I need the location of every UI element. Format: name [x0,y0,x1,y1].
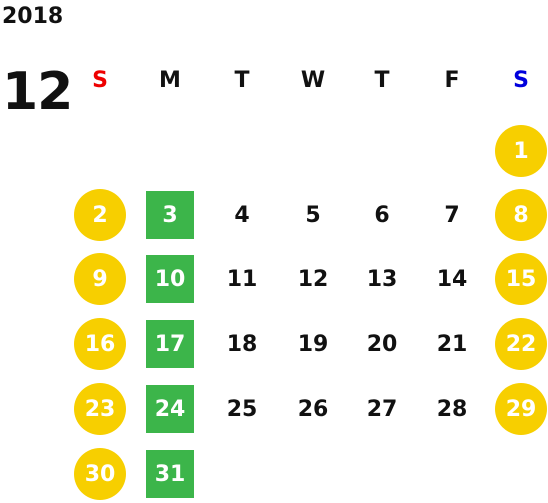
calendar-day[interactable]: 26 [297,396,329,422]
weekday-header-mon: M [159,67,181,93]
calendar-day[interactable]: 22 [495,318,547,370]
calendar-day[interactable]: 15 [495,253,547,305]
calendar-day[interactable]: 20 [366,331,398,357]
calendar-day[interactable]: 24 [146,385,194,433]
calendar-day[interactable]: 23 [74,383,126,435]
weekday-header-sat: S [513,67,529,93]
calendar-day[interactable]: 25 [226,396,258,422]
calendar-day[interactable]: 29 [495,383,547,435]
calendar-day[interactable]: 6 [374,202,390,228]
calendar-month: 12 [2,62,73,122]
calendar-day[interactable]: 7 [444,202,460,228]
calendar-day[interactable]: 9 [74,253,126,305]
calendar-day[interactable]: 3 [146,191,194,239]
calendar-day[interactable]: 13 [366,266,398,292]
calendar-day[interactable]: 28 [436,396,468,422]
calendar-day[interactable]: 11 [226,266,258,292]
calendar-day[interactable]: 14 [436,266,468,292]
calendar-day[interactable]: 2 [74,189,126,241]
calendar-year: 2018 [2,4,64,29]
calendar-day[interactable]: 10 [146,255,194,303]
weekday-header-tue: T [234,67,250,93]
calendar-day[interactable]: 18 [226,331,258,357]
calendar-day[interactable]: 21 [436,331,468,357]
weekday-header-sun: S [92,67,108,93]
calendar-day[interactable]: 17 [146,320,194,368]
weekday-header-thu: T [374,67,390,93]
calendar-day[interactable]: 30 [74,448,126,500]
calendar-day[interactable]: 1 [495,125,547,177]
calendar-day[interactable]: 19 [297,331,329,357]
weekday-header-fri: F [444,67,460,93]
calendar-day[interactable]: 5 [305,202,321,228]
weekday-header-wed: W [300,67,326,93]
calendar-day[interactable]: 4 [234,202,250,228]
calendar-day[interactable]: 31 [146,450,194,498]
calendar-day[interactable]: 8 [495,189,547,241]
calendar-day[interactable]: 27 [366,396,398,422]
calendar-day[interactable]: 12 [297,266,329,292]
calendar-day[interactable]: 16 [74,318,126,370]
